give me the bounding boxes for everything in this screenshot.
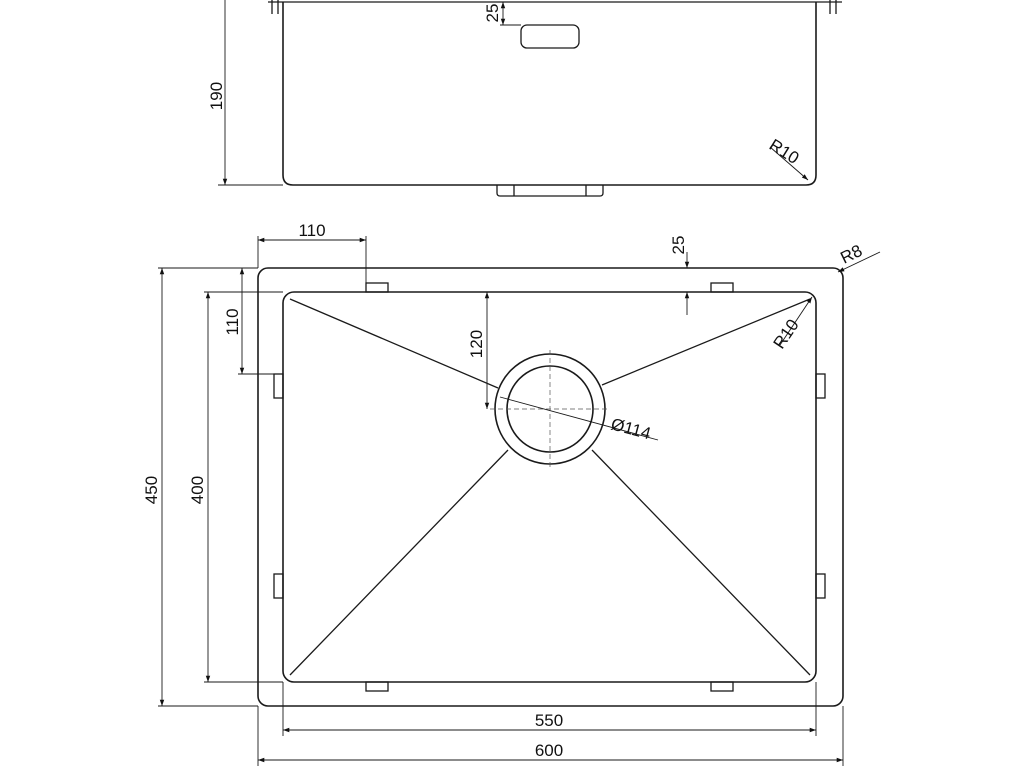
dim-label-450: 450 (142, 476, 161, 504)
dim-label-600: 600 (535, 741, 563, 760)
dim-label-r8: R8 (837, 241, 865, 268)
clip-right-bottom (815, 573, 826, 599)
clip-top-left (365, 282, 389, 293)
dim-label-clip-110-v: 110 (223, 308, 242, 335)
leader-r10-side (769, 146, 809, 181)
dim-label-r10-plan: R10 (770, 316, 803, 352)
dim-label-overflow-25: 25 (483, 4, 502, 23)
dim-label-190: 190 (207, 82, 226, 110)
crease-top-left (289, 298, 499, 389)
clip-bottom-left (365, 681, 389, 692)
side-view-drain-outlet (496, 185, 604, 197)
dim-label-r10-side: R10 (766, 135, 803, 168)
dim-label-550: 550 (535, 711, 563, 730)
dim-label-clip-110-h: 110 (298, 221, 325, 240)
dim-label-400: 400 (188, 476, 207, 504)
crease-bottom-right (591, 449, 811, 676)
side-view: 190 25 R10 (207, 0, 842, 197)
crease-top-right (601, 298, 811, 386)
dim-label-drain-120: 120 (467, 330, 486, 358)
side-view-bowl-outline (282, 2, 817, 186)
mounting-clips (273, 282, 826, 692)
leader-r8 (837, 251, 881, 273)
clip-left-top (273, 373, 284, 399)
leader-r10-plan (779, 296, 813, 346)
inner-bowl (282, 291, 817, 683)
clip-bottom-right (710, 681, 734, 692)
overflow-slot (520, 24, 580, 49)
clip-left-bottom (273, 573, 284, 599)
clip-top-right (710, 282, 734, 293)
outer-flange (257, 267, 844, 707)
dim-label-diameter: Ø114 (609, 415, 653, 444)
clip-right-top (815, 373, 826, 399)
bowl-slope-lines (289, 298, 811, 676)
leader-diameter (499, 396, 659, 441)
plan-view: Ø114 110 25 R8 R10 110 120 450 (142, 221, 881, 766)
drain: Ø114 (490, 350, 659, 470)
crease-bottom-left (289, 449, 509, 676)
dim-label-overflow-25-plan: 25 (669, 236, 688, 255)
